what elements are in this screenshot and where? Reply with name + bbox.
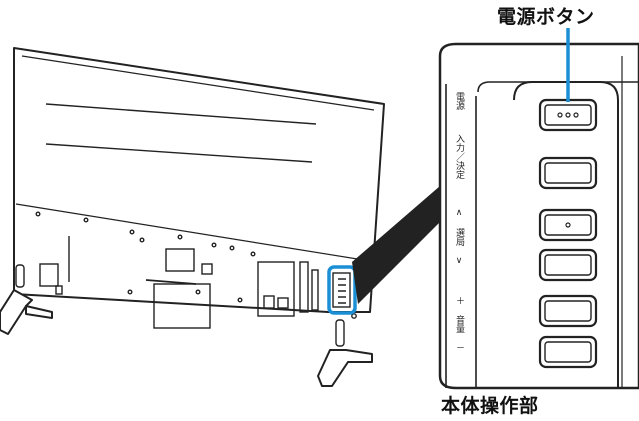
panel-caption: 本体操作部	[441, 395, 539, 417]
tv-stand-left	[0, 289, 53, 335]
power-button-label: 電源ボタン	[497, 6, 595, 28]
zoom-connector	[352, 186, 442, 304]
input-button	[538, 156, 598, 190]
label-power: 電源	[454, 92, 464, 110]
control-area-highlight	[327, 265, 357, 315]
volume-down-button	[538, 335, 598, 369]
control-strip-mini	[332, 272, 351, 308]
tv-rear-details	[15, 211, 357, 347]
label-input-enter: 入力／決定	[454, 134, 464, 179]
channel-down-button	[538, 248, 598, 282]
volume-up-button	[538, 294, 598, 328]
label-channel: ∧ 選局 ∨	[454, 208, 464, 266]
channel-up-button	[538, 208, 598, 242]
power-button	[538, 98, 598, 132]
label-volume: ＋ 音量 －	[454, 296, 464, 352]
tv-stand-right	[317, 349, 373, 387]
